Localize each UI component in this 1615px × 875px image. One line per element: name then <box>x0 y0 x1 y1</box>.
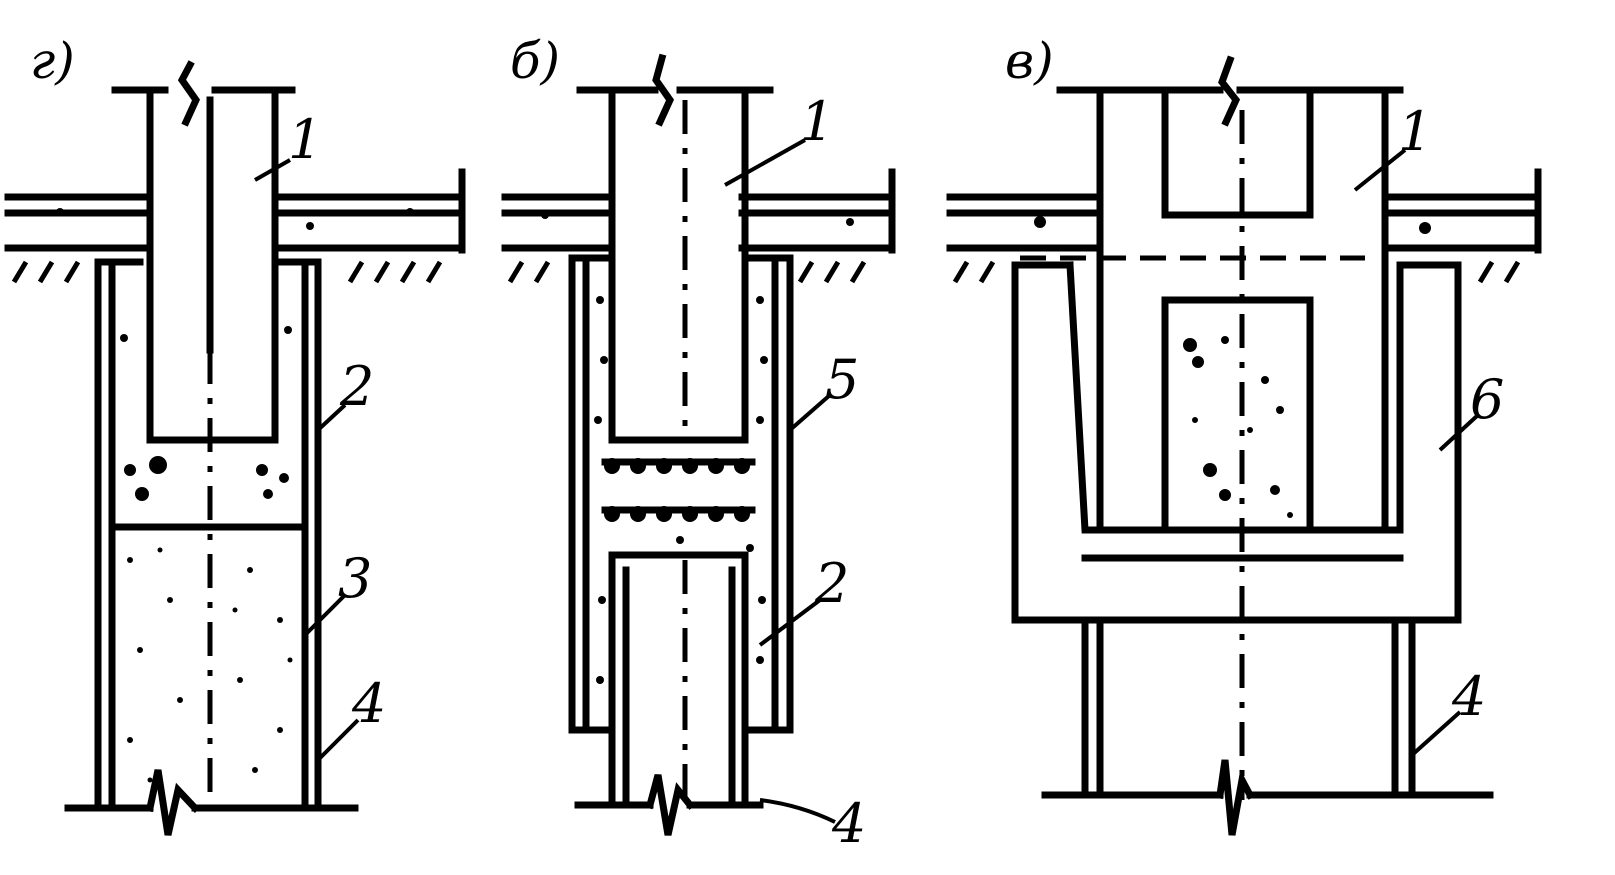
panel-a-callout-1: 1 <box>288 108 322 171</box>
panel-c-fill-dots <box>1034 216 1431 518</box>
panel-b-ground-hatch <box>507 260 867 284</box>
panel-c-callout-1: 1 <box>1398 100 1432 163</box>
panel-a-column <box>111 60 296 444</box>
panel-a-floor-slab <box>4 168 466 254</box>
panel-c-ground-hatch <box>952 260 1521 284</box>
panel-b: б) <box>501 32 896 855</box>
panel-b-callout-4: 4 <box>831 792 866 855</box>
panel-c-cap <box>1011 261 1462 624</box>
panel-b-callout-2: 2 <box>814 552 849 615</box>
panel-c-column <box>1020 55 1404 800</box>
panel-c-callout-6: 6 <box>1470 368 1504 431</box>
panel-b-callouts: 1 5 2 4 <box>724 90 866 855</box>
panel-b-floor-slab <box>501 168 896 254</box>
panel-b-sleeve <box>568 254 794 734</box>
panel-b-label: б) <box>510 32 560 90</box>
panel-a-callout-3: 3 <box>338 547 372 610</box>
panel-b-rebar-rows <box>601 458 756 522</box>
panel-a: г) <box>4 32 466 836</box>
panel-a-label: г) <box>30 32 75 90</box>
panel-a-casing <box>64 258 359 836</box>
panel-c-callout-4: 4 <box>1451 665 1486 728</box>
panel-b-callout-1: 1 <box>800 90 834 153</box>
panel-a-callout-4: 4 <box>351 672 386 735</box>
panel-b-grout <box>541 211 854 684</box>
panel-a-fill-dots <box>56 208 414 783</box>
panel-b-lower-pile <box>574 551 836 836</box>
panel-c: в) <box>946 32 1542 836</box>
panel-a-callouts: 1 2 3 4 <box>254 108 386 762</box>
panel-c-piles <box>1041 616 1494 836</box>
panel-b-upper-column <box>576 53 774 444</box>
panel-b-callout-5: 5 <box>825 348 859 411</box>
panel-a-callout-2: 2 <box>339 355 374 418</box>
panel-c-label: в) <box>1005 32 1054 90</box>
panel-c-callouts: 1 6 4 <box>1353 100 1504 757</box>
panel-a-ground-hatch <box>11 260 443 284</box>
panel-c-floor-slab <box>946 168 1542 254</box>
